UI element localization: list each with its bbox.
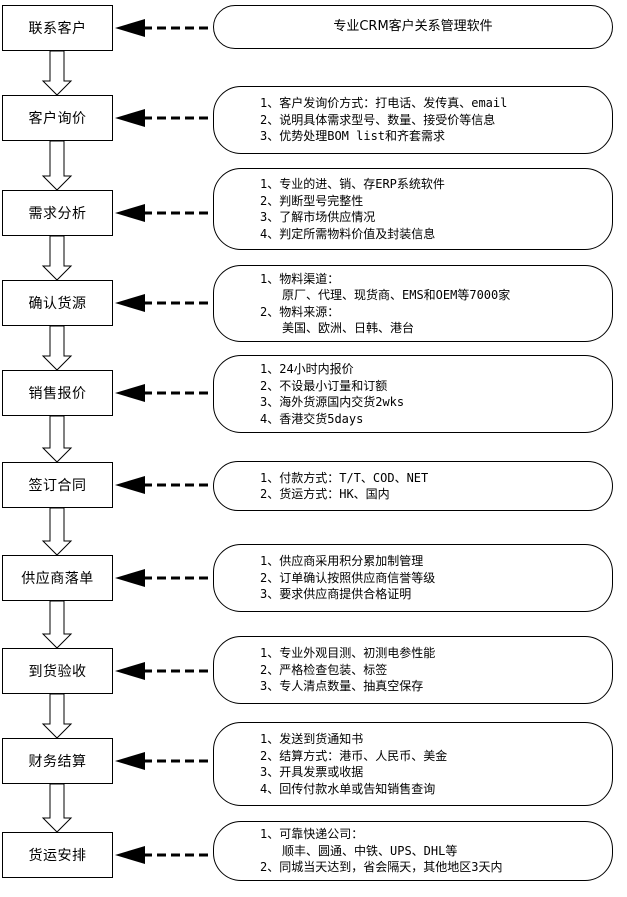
note-line: 1、客户发询价方式：打电话、发传真、email <box>260 96 508 111</box>
note-line: 2、不设最小订量和订额 <box>260 378 388 393</box>
arrowhead-icon <box>115 384 145 402</box>
step-box: 确认货源 <box>2 280 113 326</box>
note-line: 2、严格检查包装、标签 <box>260 662 388 677</box>
step-note: 1、专业的进、销、存ERP系统软件 2、判断型号完整性 3、了解市场供应情况 4、判定… <box>213 168 613 250</box>
note-line: 3、了解市场供应情况 <box>260 210 376 224</box>
step-label: 确认货源 <box>28 296 87 312</box>
note-line: 2、物料来源： <box>260 304 340 319</box>
down-arrow-icon <box>41 600 73 649</box>
step-box: 签订合同 <box>2 462 113 508</box>
step-box: 销售报价 <box>2 370 113 416</box>
step-note: 1、发送到货通知书 2、结算方式：港币、人民币、美金 3、开具发票或收据 4、回传付款… <box>213 722 613 806</box>
down-arrow-icon <box>41 50 73 96</box>
note-line: 1、可靠快递公司： <box>260 827 364 842</box>
step-box: 供应商落单 <box>2 555 113 601</box>
note-line: 3、专人清点数量、抽真空保存 <box>260 679 424 694</box>
step-note: 1、付款方式：T/T、COD、NET 2、货运方式：HK、国内 <box>213 461 613 511</box>
arrowhead-icon <box>115 476 145 494</box>
note-line: 1、发送到货通知书 <box>260 732 364 746</box>
step-box: 财务结算 <box>2 738 113 784</box>
note-line: 专业CRM客户关系管理软件 <box>333 18 493 34</box>
note-line: 2、订单确认按照供应商信誉等级 <box>260 570 436 585</box>
note-line: 1、专业的进、销、存ERP系统软件 <box>260 177 445 191</box>
step-note: 1、物料渠道： 原厂、代理、现货商、EMS和OEM等7000家 2、物料来源： 美国、… <box>213 265 613 342</box>
note-line: 1、供应商采用积分累加制管理 <box>260 554 424 569</box>
step-note: 1、24小时内报价 2、不设最小订量和订额 3、海外货源国内交货2wks 4、香港交货… <box>213 355 613 433</box>
note-line: 1、付款方式：T/T、COD、NET <box>260 470 429 485</box>
step-label: 供应商落单 <box>21 571 94 587</box>
step-box: 需求分析 <box>2 190 113 236</box>
arrowhead-icon <box>115 569 145 587</box>
down-arrow-icon <box>41 415 73 463</box>
step-label: 客户询价 <box>28 111 87 127</box>
note-line: 3、海外货源国内交货2wks <box>260 395 405 409</box>
down-arrow-icon <box>41 693 73 739</box>
note-line: 3、要求供应商提供合格证明 <box>260 587 412 602</box>
arrowhead-icon <box>115 19 145 37</box>
step-label: 联系客户 <box>28 21 87 37</box>
down-arrow-icon <box>41 507 73 556</box>
note-line: 2、说明具体需求型号、数量、接受价等信息 <box>260 112 496 127</box>
arrowhead-icon <box>115 109 145 127</box>
arrowhead-icon <box>115 662 145 680</box>
step-box: 货运安排 <box>2 832 113 878</box>
note-line: 4、回传付款水单或告知销售查询 <box>260 781 436 796</box>
note-line: 2、同城当天达到，省会隔天，其他地区3天内 <box>260 860 503 875</box>
arrowhead-icon <box>115 846 145 864</box>
note-line: 顺丰、圆通、中铁、UPS、DHL等 <box>282 843 458 858</box>
note-line: 美国、欧洲、日韩、港台 <box>282 321 415 335</box>
step-label: 销售报价 <box>28 386 87 402</box>
down-arrow-icon <box>41 235 73 281</box>
step-label: 货运安排 <box>28 848 87 864</box>
note-line: 3、优势处理BOM list和齐套需求 <box>260 129 446 144</box>
note-line: 1、物料渠道： <box>260 271 340 286</box>
step-label: 需求分析 <box>28 206 87 222</box>
down-arrow-icon <box>41 325 73 371</box>
note-line: 3、开具发票或收据 <box>260 765 364 779</box>
step-box: 联系客户 <box>2 5 113 51</box>
step-box: 到货验收 <box>2 648 113 694</box>
arrowhead-icon <box>115 752 145 770</box>
note-line: 2、判断型号完整性 <box>260 193 364 208</box>
arrowhead-icon <box>115 204 145 222</box>
note-line: 2、结算方式：港币、人民币、美金 <box>260 748 448 763</box>
note-line: 原厂、代理、现货商、EMS和OEM等7000家 <box>282 288 511 302</box>
note-line: 1、24小时内报价 <box>260 362 354 376</box>
step-note: 1、可靠快递公司：顺丰、圆通、中铁、UPS、DHL等 2、同城当天达到，省会隔天，… <box>213 821 613 881</box>
note-line: 4、判定所需物料价值及封装信息 <box>260 226 436 241</box>
step-box: 客户询价 <box>2 95 113 141</box>
step-label: 财务结算 <box>28 754 87 770</box>
note-line: 1、专业外观目测、初测电参性能 <box>260 646 436 661</box>
step-note: 专业CRM客户关系管理软件 <box>213 5 613 49</box>
step-label: 签订合同 <box>28 478 87 494</box>
note-line: 4、香港交货5days <box>260 411 364 426</box>
arrowhead-icon <box>115 294 145 312</box>
step-label: 到货验收 <box>28 664 87 680</box>
down-arrow-icon <box>41 140 73 191</box>
down-arrow-icon <box>41 783 73 833</box>
note-line: 2、货运方式：HK、国内 <box>260 487 390 501</box>
